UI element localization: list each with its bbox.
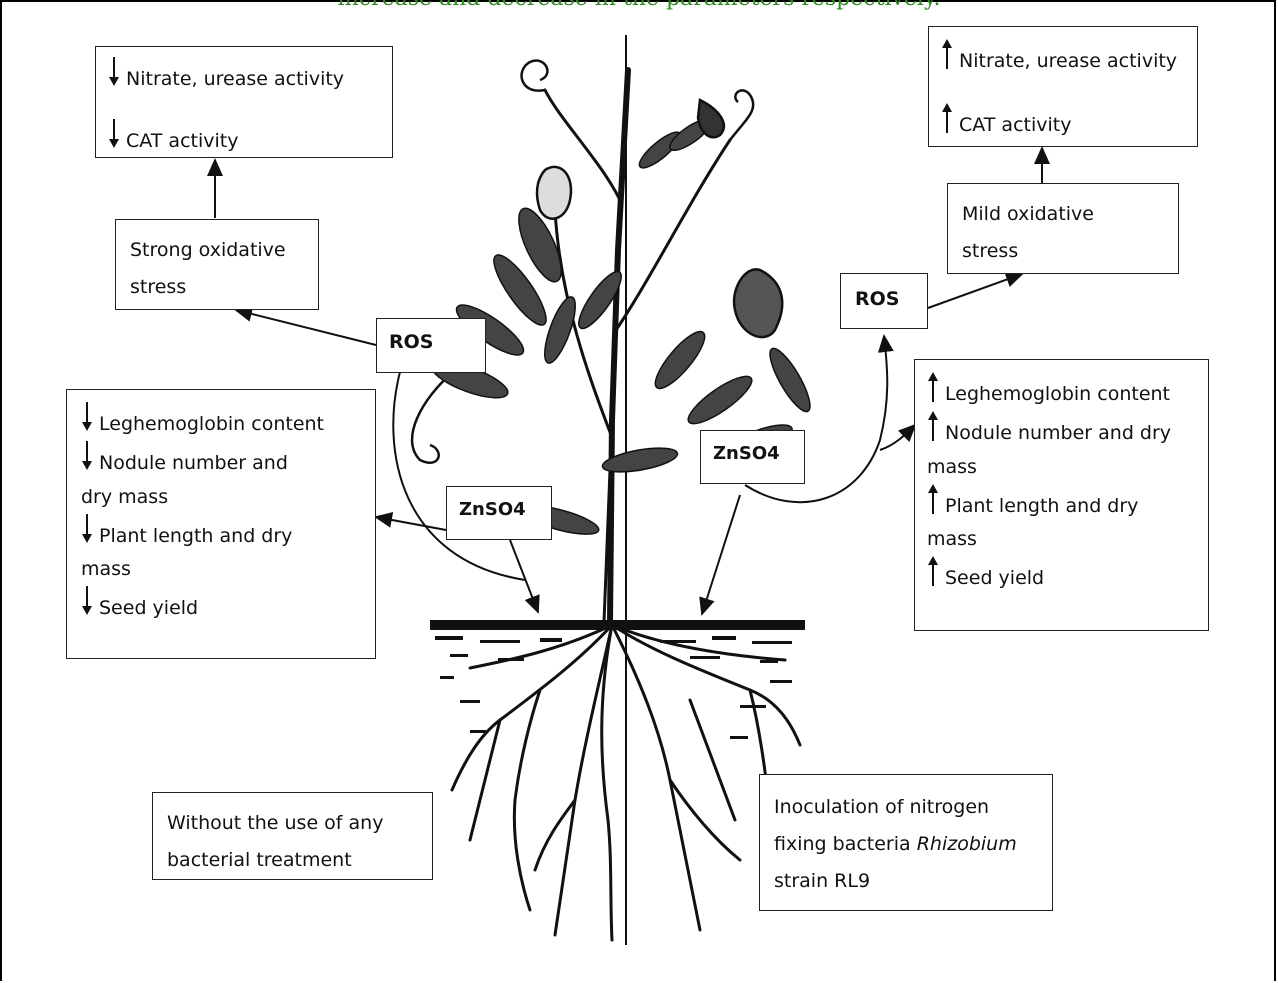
left-enzyme-line-1: Nitrate, urease activity <box>108 57 380 91</box>
left-effect-plant-length-cont: mass <box>81 553 361 586</box>
right-effects-box: Leghemoglobin content Nodule number and … <box>914 359 1209 631</box>
left-enzyme-line-2: CAT activity <box>108 119 380 153</box>
up-arrow-icon <box>941 103 955 133</box>
left-effects-box: Leghemoglobin content Nodule number and … <box>66 389 376 659</box>
left-treatment-box: Without the use of any bacterial treatme… <box>152 792 433 880</box>
right-stress-line-1: Mild oxidative <box>962 196 1164 233</box>
down-arrow-icon <box>81 402 95 432</box>
up-arrow-icon <box>927 372 941 402</box>
right-stress-box: Mild oxidative stress <box>947 183 1179 274</box>
left-ros-box: ROS <box>376 318 486 373</box>
right-stress-line-2: stress <box>962 233 1164 270</box>
right-enzyme-box: Nitrate, urease activity CAT activity <box>928 26 1198 147</box>
right-znso4-box: ZnSO4 <box>700 430 805 484</box>
up-arrow-icon <box>941 39 955 69</box>
rhizobium-genus: Rhizobium <box>917 833 1017 855</box>
right-effect-seed-yield: Seed yield <box>927 556 1196 595</box>
left-effect-nodule: Nodule number and <box>81 441 361 480</box>
up-arrow-icon <box>927 411 941 441</box>
down-arrow-icon <box>108 119 122 149</box>
left-znso4-box: ZnSO4 <box>446 486 552 540</box>
down-arrow-icon <box>108 57 122 87</box>
right-treatment-line-3: strain RL9 <box>774 863 1038 900</box>
left-treatment-line-2: bacterial treatment <box>167 842 418 879</box>
right-effect-nodule-cont: mass <box>927 451 1196 484</box>
up-arrow-icon <box>927 484 941 514</box>
down-arrow-icon <box>81 441 95 471</box>
down-arrow-icon <box>81 514 95 544</box>
left-effect-leghemoglobin: Leghemoglobin content <box>81 402 361 441</box>
right-enzyme-line-1: Nitrate, urease activity <box>941 39 1185 73</box>
right-effect-plant-length-cont: mass <box>927 523 1196 556</box>
down-arrow-icon <box>81 586 95 616</box>
left-enzyme-box: Nitrate, urease activity CAT activity <box>95 46 393 158</box>
right-ros-box: ROS <box>840 273 928 329</box>
left-effect-seed-yield: Seed yield <box>81 586 361 625</box>
right-treatment-line-2: fixing bacteria Rhizobium <box>774 826 1038 863</box>
left-treatment-line-1: Without the use of any <box>167 805 418 842</box>
right-treatment-box: Inoculation of nitrogen fixing bacteria … <box>759 774 1053 911</box>
left-stress-line-1: Strong oxidative <box>130 232 304 269</box>
right-effect-plant-length: Plant length and dry <box>927 484 1196 523</box>
left-effect-nodule-cont: dry mass <box>81 481 361 514</box>
left-stress-box: Strong oxidative stress <box>115 219 319 310</box>
right-effect-leghemoglobin: Leghemoglobin content <box>927 372 1196 411</box>
right-effect-nodule: Nodule number and dry <box>927 411 1196 450</box>
up-arrow-icon <box>927 556 941 586</box>
left-stress-line-2: stress <box>130 269 304 306</box>
right-enzyme-line-2: CAT activity <box>941 103 1185 137</box>
left-effect-plant-length: Plant length and dry <box>81 514 361 553</box>
right-treatment-line-1: Inoculation of nitrogen <box>774 789 1038 826</box>
